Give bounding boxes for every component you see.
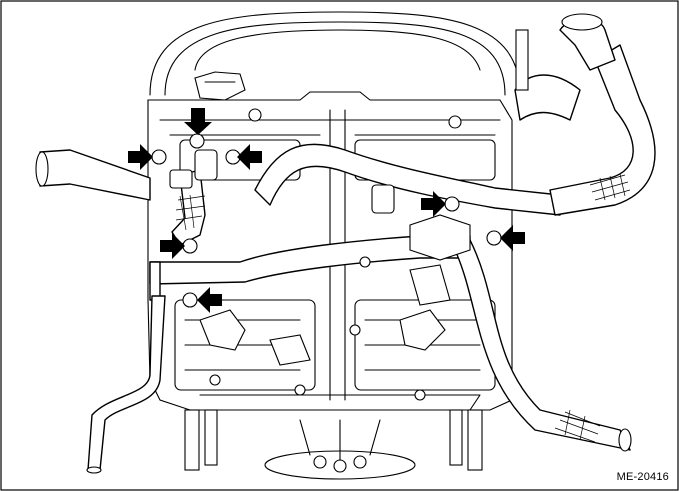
arrow-mid-left (160, 233, 185, 259)
center-fitting (371, 184, 471, 306)
lower-studs (184, 409, 483, 480)
arrow-lower-left (197, 287, 222, 313)
housing-dome (149, 11, 521, 96)
arrow-center-right (421, 191, 446, 217)
lower-coolant-pipe (149, 235, 471, 301)
lower-bracket (199, 309, 446, 366)
right-lower-hose (454, 239, 632, 452)
left-drain-pipe (86, 295, 166, 474)
right-upper-hose (514, 13, 656, 216)
left-inlet-pipe (35, 149, 151, 201)
figure-reference-code: ME-20416 (616, 471, 669, 483)
arrow-top-right (237, 144, 262, 170)
arrow-top-left (128, 144, 153, 170)
pointer-arrows (128, 108, 525, 313)
intake-stub (194, 71, 246, 101)
arrow-far-right (500, 225, 525, 251)
arrow-top-center (184, 108, 212, 135)
